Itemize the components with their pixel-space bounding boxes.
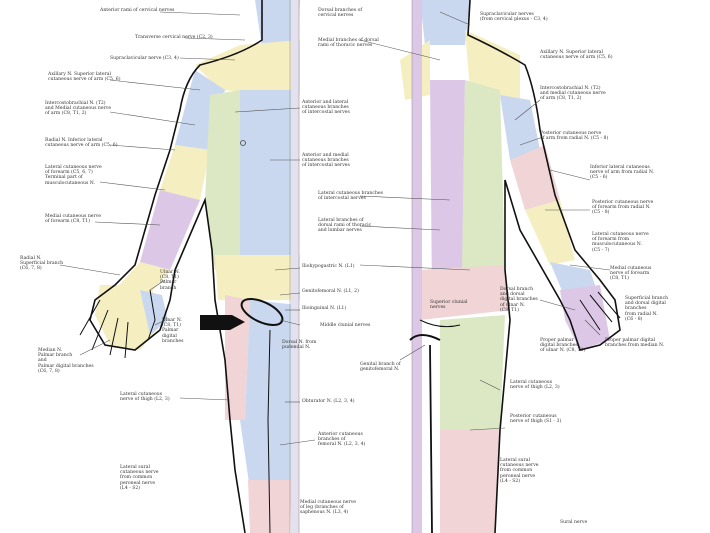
label-transverse-cervical: Transverse cervical nerve (C2, 3) xyxy=(135,35,213,40)
label-superior-clunial: Superior clunial nerves xyxy=(430,300,468,310)
label-posterior-cutaneous-arm: Posterior cutaneous nerve of arm from ra… xyxy=(540,131,608,141)
posterior-figure xyxy=(400,0,620,533)
label-dorsal-branch-ulnar: Dorsal branch and dorsal digital branche… xyxy=(500,287,538,313)
label-intercostobrachial: Intercostobrachial N. (T2) and Medial cu… xyxy=(45,101,111,117)
label-supraclavicular: Supraclavicular nerve (C3, 4) xyxy=(110,56,179,61)
label-lateral-cutaneous-forearm: Lateral cutaneous nerve of forearm (C5, … xyxy=(45,165,102,186)
label-medial-dorsal-rami: Medial branches of dorsal rami of thorac… xyxy=(318,38,379,48)
label-genital-branch: Genital branch of genitofemoral N. xyxy=(360,362,401,372)
label-ulnar-palmar: Ulnar N. (C8, T1) Palmar branch xyxy=(160,270,180,291)
label-axillary-posterior: Axillary N. Superior lateral cutaneous n… xyxy=(540,50,613,60)
label-intercostobrachial-posterior: Intercostobrachial N. (T2) and medial cu… xyxy=(540,86,606,102)
label-medial-cutaneous-leg: Medial cutaneous nerve of leg (branches … xyxy=(300,500,356,516)
label-lateral-sural-posterior: Lateral sural cutaneous nerve from commo… xyxy=(500,458,539,484)
label-sural: Sural nerve xyxy=(560,520,587,525)
label-medial-forearm-posterior: Medial cutaneous nerve of forearm (C8, T… xyxy=(610,266,651,282)
label-lateral-cutaneous-intercostal: Lateral cutaneous branches of intercosta… xyxy=(318,191,383,201)
label-radial-superficial: Radial N. Superficial branch (C6, 7, 8) xyxy=(20,256,63,272)
label-lateral-thigh: Lateral cutaneous nerve of thigh (L2, 3) xyxy=(120,392,170,402)
label-anterior-rami: Anterior rami of cervical nerves xyxy=(100,8,174,13)
label-ant-cutaneous-femoral: Anterior cutaneous branches of femoral N… xyxy=(318,432,365,448)
label-superficial-radial-posterior: Superficial branch and dorsal digital br… xyxy=(625,296,668,322)
label-obturator: Obturator N. (L2, 3, 4) xyxy=(302,399,355,404)
label-supraclavicular-posterior: Supraclavicular nerves (from cervical pl… xyxy=(480,12,548,22)
label-iliohypogastric: Iliohypogastric N. (L1) xyxy=(302,264,355,269)
label-radial-inferior: Radial N. Inferior lateral cutaneous ner… xyxy=(45,138,118,148)
label-lateral-forearm-posterior: Lateral cutaneous nerve of forearm from … xyxy=(592,232,649,253)
label-inferior-lateral-arm: Inferior lateral cutaneous nerve of arm … xyxy=(590,165,654,181)
label-lateral-sural: Lateral sural cutaneous nerve from commo… xyxy=(120,465,159,491)
label-ilioinguinal: Ilioinguinal N. (L1) xyxy=(302,306,346,311)
label-proper-palmar-median: Proper palmar digital branches from medi… xyxy=(605,338,664,348)
label-posterior-forearm: Posterior cutaneous nerve of forearm fro… xyxy=(592,200,653,216)
label-posterior-cutaneous-thigh: Posterior cutaneous nerve of thigh (S1 -… xyxy=(510,414,561,424)
label-lateral-dorsal-rami: Lateral branches of dorsal rami of thora… xyxy=(318,218,371,234)
label-ulnar-digital: Ulnar N. (C8, T1) Palmar digital branche… xyxy=(162,318,183,344)
label-lateral-thigh-posterior: Lateral cutaneous nerve of thigh (L2, 3) xyxy=(510,380,560,390)
label-axillary: Axillary N. Superior lateral cutaneous n… xyxy=(48,72,121,82)
label-dorsal-pudendal: Dorsal N. from pudendal N. xyxy=(282,340,316,350)
label-ant-med-intercostal: Anterior and medial cutaneous branches o… xyxy=(302,153,350,169)
label-median: Median N. Palmar branch and Palmar digit… xyxy=(38,348,94,374)
label-dorsal-cervical: Dorsal branches of cervical nerves xyxy=(318,8,362,18)
label-middle-clunial: Middle clunial nerves xyxy=(320,323,370,328)
label-genitofemoral: Genitofemoral N. (L1, 2) xyxy=(302,289,359,294)
label-ant-lat-intercostal: Anterior and lateral cutaneous branches … xyxy=(302,100,350,116)
label-proper-palmar-ulnar: Proper palmar digital branches of ulnar … xyxy=(540,338,585,354)
label-medial-cutaneous-forearm: Medial cutaneous nerve of forearm (C8, T… xyxy=(45,214,101,224)
